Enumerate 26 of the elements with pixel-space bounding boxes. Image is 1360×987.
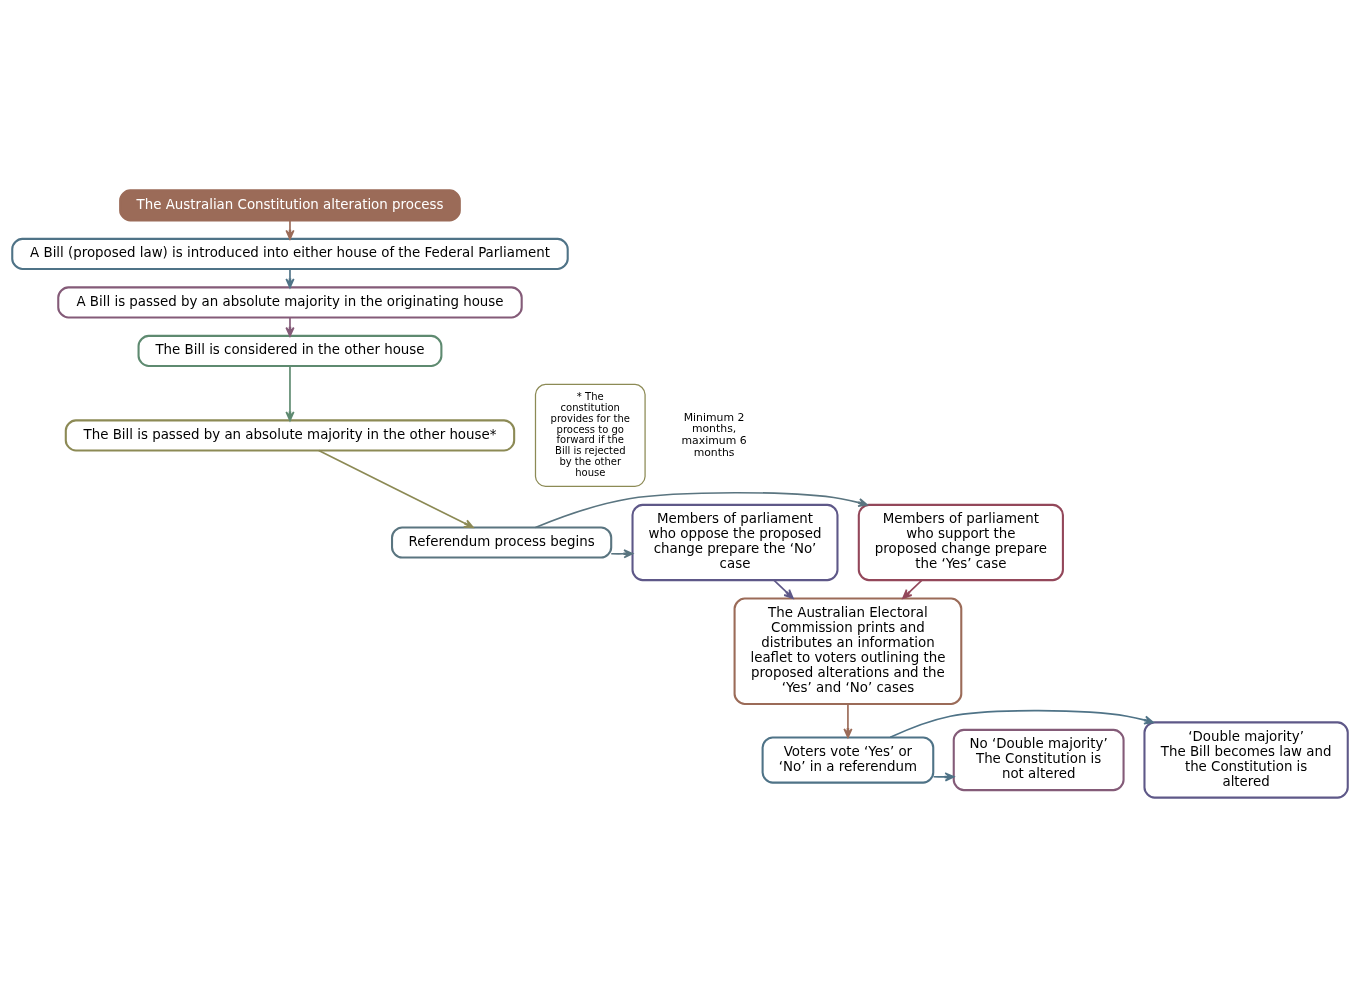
node-box: Members of parliament who oppose the proposed change prepare the ‘No’ case	[631, 503, 839, 581]
node-box: * The constitution provides for the process to go forward if the Bill is rejected by the other house	[534, 383, 646, 487]
arrow	[285, 267, 295, 288]
node-box: The Australian Constitution alteration process	[119, 188, 461, 221]
node-box: The Bill is passed by an absolute majority in the other house*	[64, 418, 516, 452]
arrow	[610, 548, 634, 558]
node-box: The Australian Electoral Commission prints and distributes an information leaflet to voters outlining the proposed alterations and the ‘Yes’ and ‘No’ cases	[733, 597, 963, 705]
arrow	[773, 578, 794, 599]
node-box: Members of parliament who support the proposed change prepare the ‘Yes’ case	[857, 503, 1064, 581]
arrow	[285, 316, 295, 337]
arrow	[932, 771, 955, 782]
node-box: A Bill is passed by an absolute majority in the originating house	[57, 285, 523, 319]
node-box: Voters vote ‘Yes’ or ‘No’ in a referendum	[761, 735, 935, 784]
node-box: Referendum process begins	[391, 525, 613, 559]
node-box: A Bill (proposed law) is introduced into either house of the Federal Parliament	[11, 237, 569, 270]
label: Minimum 2 months, maximum 6 months	[681, 410, 747, 459]
arrow	[317, 449, 474, 528]
arrow	[285, 364, 295, 421]
node-box: ‘Double majority’ The Bill becomes law and the Constitution is altered	[1143, 720, 1349, 799]
arrow	[889, 709, 1154, 738]
arrow	[534, 491, 868, 528]
arrow	[902, 578, 923, 599]
arrow	[285, 219, 295, 240]
arrow	[843, 702, 853, 738]
node-box: The Bill is considered in the other house	[137, 334, 443, 367]
node-box: No ‘Double majority’ The Constitution is not altered	[952, 728, 1125, 791]
